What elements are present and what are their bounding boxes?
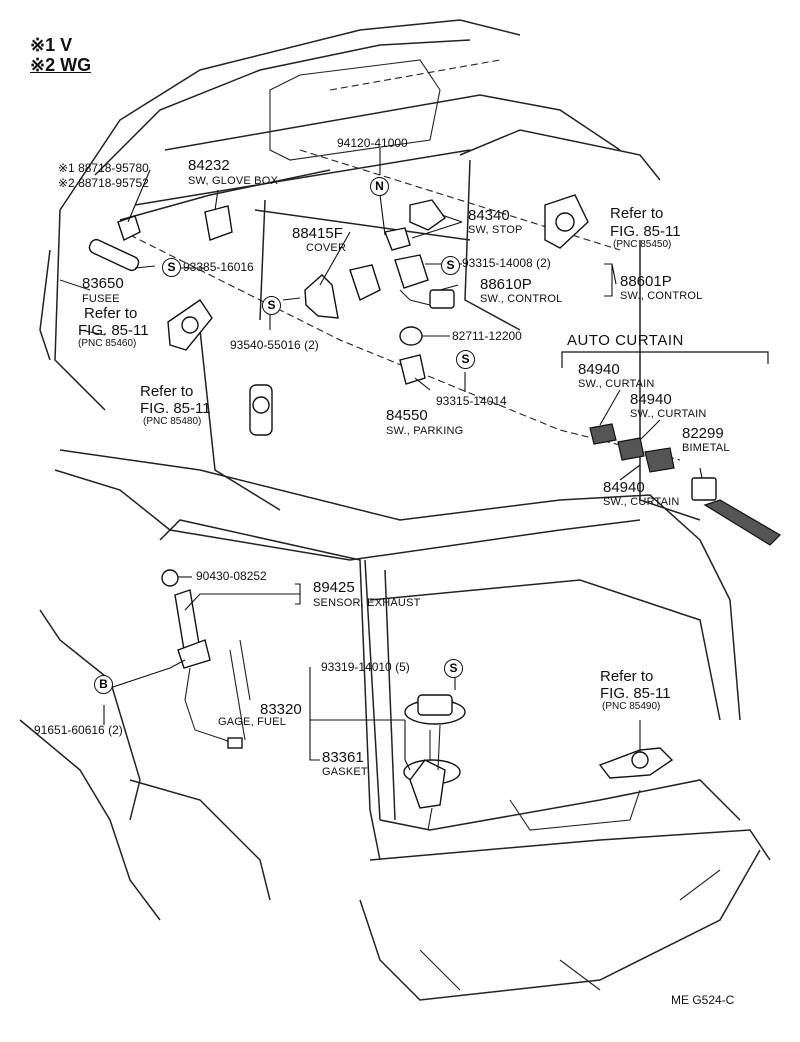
refer-pnc: (PNC 85490) xyxy=(602,701,661,712)
refer-to-text: Refer to xyxy=(140,383,194,400)
part-93385-number[interactable]: 93385-16016 xyxy=(183,260,254,274)
part-88610p-name: SW., CONTROL xyxy=(480,293,563,305)
refer-fig-number: FIG. 85-11 xyxy=(140,400,211,417)
part-88718-2-number[interactable]: ※2 88718-95752 xyxy=(58,176,149,190)
part-84940-b-number[interactable]: 84940 xyxy=(630,391,672,408)
refer-pnc: (PNC 85460) xyxy=(78,338,137,349)
symbol-b: B xyxy=(94,675,113,694)
refer-pnc: (PNC 85450) xyxy=(613,239,672,250)
symbol-s: S xyxy=(441,256,460,275)
part-84340-name: SW, STOP xyxy=(468,224,523,236)
part-89425-number[interactable]: 89425 xyxy=(313,579,355,596)
part-84232-number[interactable]: 84232 xyxy=(188,157,230,174)
refer-to-text: Refer to xyxy=(610,205,664,222)
symbol-s: S xyxy=(444,659,463,678)
refer-fig-number: FIG. 85-11 xyxy=(600,685,671,702)
part-82299-number[interactable]: 82299 xyxy=(682,425,724,442)
part-88415f-name: COVER xyxy=(306,242,347,254)
part-93540-number[interactable]: 93540-55016 (2) xyxy=(230,338,319,352)
symbol-s: S xyxy=(262,296,281,315)
refer-pnc: (PNC 85480) xyxy=(143,416,202,427)
legend-line-2: ※2 WG xyxy=(30,55,92,75)
auto-curtain-bracket xyxy=(561,351,769,368)
part-88601p-name: SW., CONTROL xyxy=(620,290,703,302)
part-93315-14008-number[interactable]: 93315-14008 (2) xyxy=(462,256,551,270)
part-83650-number[interactable]: 83650 xyxy=(82,275,124,292)
part-84940-a-name: SW., CURTAIN xyxy=(578,378,655,390)
symbol-s: S xyxy=(162,258,181,277)
part-84940-c-number[interactable]: 84940 xyxy=(603,479,645,496)
part-94120-number[interactable]: 94120-41000 xyxy=(337,136,408,150)
part-89425-name: SENSOR, EXHAUST xyxy=(313,597,421,609)
part-84340-number[interactable]: 84340 xyxy=(468,207,510,224)
symbol-s: S xyxy=(456,350,475,369)
part-84940-b-name: SW., CURTAIN xyxy=(630,408,707,420)
refer-to-text: Refer to xyxy=(84,305,138,322)
part-82711-number[interactable]: 82711-12200 xyxy=(452,329,522,343)
part-84232-name: SW, GLOVE BOX xyxy=(188,175,279,187)
part-83320-name: GAGE, FUEL xyxy=(218,716,287,728)
part-82299-name: BIMETAL xyxy=(682,442,730,454)
part-93315-14014-number[interactable]: 93315-14014 xyxy=(436,394,507,408)
part-83320-number[interactable]: 83320 xyxy=(260,701,302,718)
part-93319-number[interactable]: 93319-14010 (5) xyxy=(321,660,410,674)
part-88601p-number[interactable]: 88601P xyxy=(620,273,672,290)
part-83361-name: GASKET xyxy=(322,766,368,778)
part-88415f-number[interactable]: 88415F xyxy=(292,225,343,242)
legend-line-1: ※1 V xyxy=(30,35,73,55)
figure-code: ME G524-C xyxy=(671,993,735,1007)
refer-fig-number: FIG. 85-11 xyxy=(78,322,149,339)
part-84550-number[interactable]: 84550 xyxy=(386,407,428,424)
part-88610p-number[interactable]: 88610P xyxy=(480,276,532,293)
part-88718-1-number[interactable]: ※1 88718-95780 xyxy=(58,161,149,175)
part-90430-number[interactable]: 90430-08252 xyxy=(196,569,267,583)
part-91651-number[interactable]: 91651-60616 (2) xyxy=(34,723,123,737)
part-84550-name: SW., PARKING xyxy=(386,425,464,437)
part-83361-number[interactable]: 83361 xyxy=(322,749,364,766)
part-84940-a-number[interactable]: 84940 xyxy=(578,361,620,378)
part-84940-c-name: SW., CURTAIN xyxy=(603,496,680,508)
refer-to-text: Refer to xyxy=(600,668,654,685)
auto-curtain-title: AUTO CURTAIN xyxy=(567,332,684,349)
part-83650-name: FUSEE xyxy=(82,293,120,305)
refer-fig-number: FIG. 85-11 xyxy=(610,223,681,240)
symbol-n: N xyxy=(370,177,389,196)
